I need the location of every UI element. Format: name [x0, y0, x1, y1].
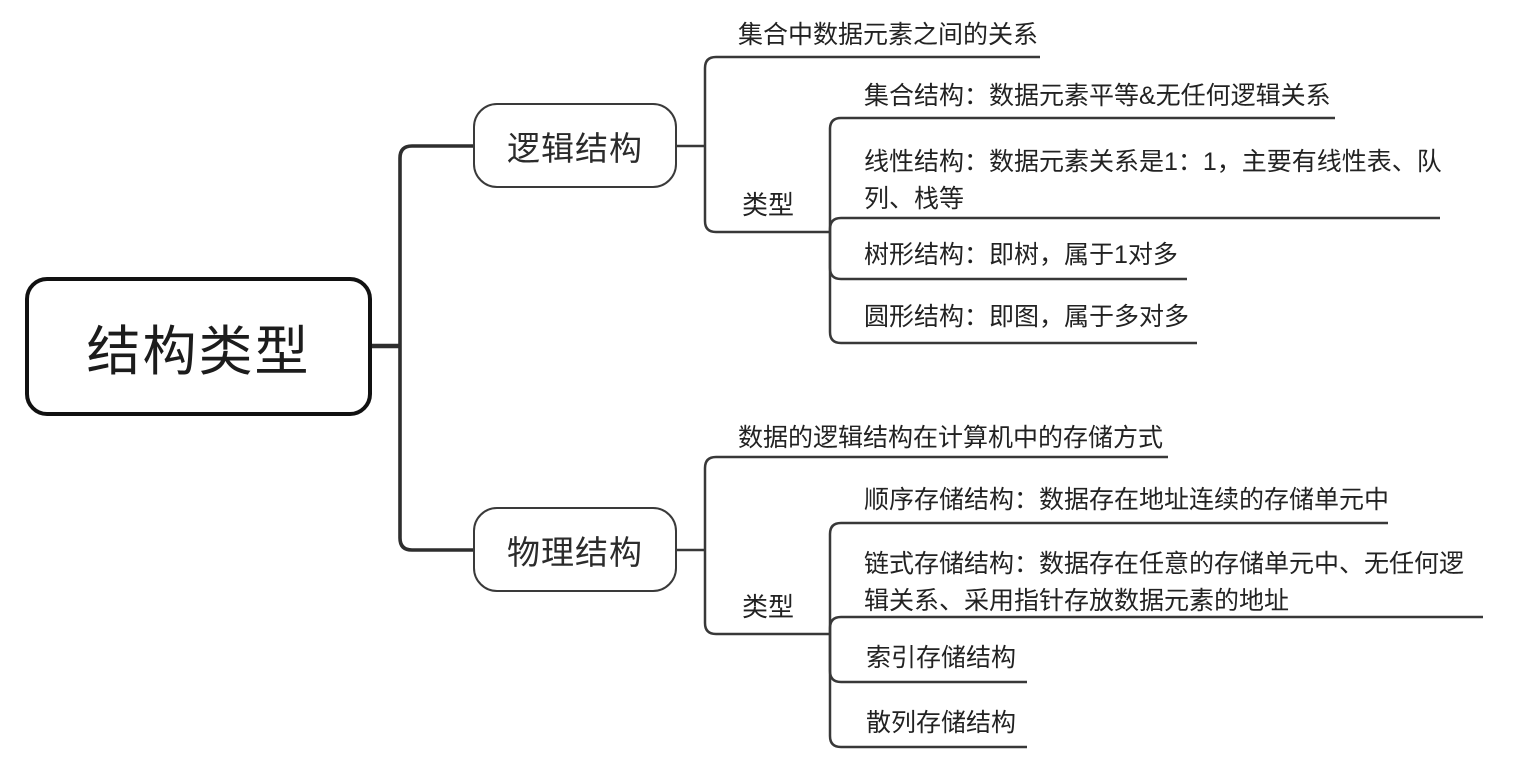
- root-to-physical-line: [398, 346, 473, 552]
- leaf-underline-sequential: [828, 521, 1388, 634]
- logical-note-underline: [703, 55, 1040, 146]
- leaf-underline-hash: [828, 634, 1027, 749]
- leaf-set-structure[interactable]: 集合结构：数据元素平等&无任何逻辑关系: [864, 82, 1331, 110]
- root-to-logical-line: [398, 144, 473, 346]
- leaf-tree-structure[interactable]: 树形结构：即树，属于1对多: [864, 241, 1178, 269]
- logical-group-label[interactable]: 类型: [742, 190, 795, 220]
- root-topic[interactable]: 结构类型: [25, 277, 372, 416]
- leaf-sequential-storage[interactable]: 顺序存储结构：数据存在地址连续的存储单元中: [864, 486, 1390, 514]
- physical-note[interactable]: 数据的逻辑结构在计算机中的存储方式: [738, 424, 1164, 452]
- leaf-linear-structure[interactable]: 线性结构：数据元素关系是1：1，主要有线性表、队列、栈等: [864, 148, 1442, 213]
- topic-logical-structure[interactable]: 逻辑结构: [473, 103, 677, 188]
- leaf-underline-linear: [828, 216, 1440, 232]
- physical-group-underline: [703, 550, 830, 636]
- topic-physical-structure[interactable]: 物理结构: [473, 507, 677, 592]
- leaf-linked-storage[interactable]: 链式存储结构：数据存在任意的存储单元中、无任何逻辑关系、采用指针存放数据元素的地…: [864, 550, 1465, 615]
- physical-note-underline: [703, 455, 1168, 550]
- leaf-index-storage[interactable]: 索引存储结构: [866, 644, 1017, 672]
- leaf-hash-storage[interactable]: 散列存储结构: [866, 709, 1017, 737]
- leaf-underline-linked: [828, 615, 1483, 634]
- physical-group-label[interactable]: 类型: [742, 592, 795, 622]
- leaf-underline-circle: [828, 232, 1197, 345]
- logical-group-underline: [703, 146, 830, 234]
- leaf-circle-structure[interactable]: 圆形结构：即图，属于多对多: [864, 303, 1190, 331]
- logical-note[interactable]: 集合中数据元素之间的关系: [738, 21, 1039, 49]
- leaf-underline-set: [828, 116, 1335, 232]
